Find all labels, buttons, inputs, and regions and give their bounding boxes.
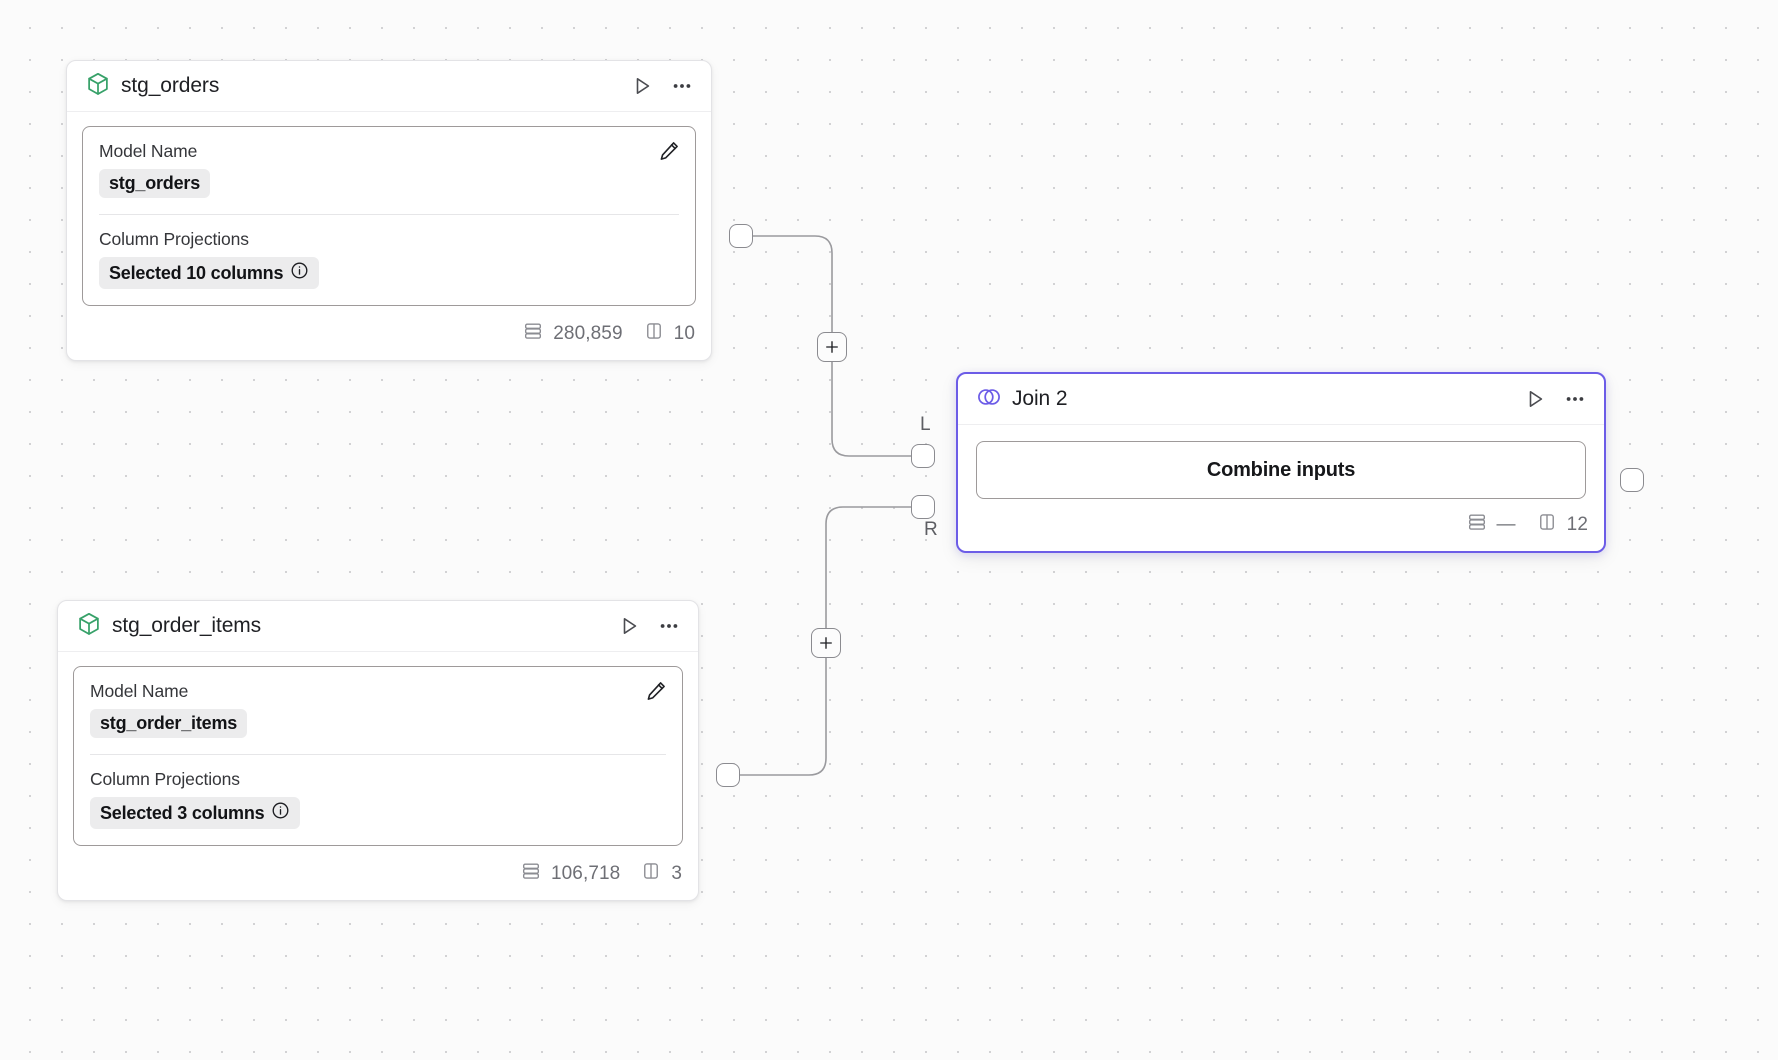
node-footer: 106,718 3 — [58, 852, 698, 900]
edge-add-button-bottom[interactable] — [811, 628, 841, 658]
node-body: Model Name stg_orders Column Projections… — [67, 112, 711, 312]
node-footer: — 12 — [958, 503, 1604, 551]
model-name-value[interactable]: stg_orders — [99, 169, 211, 198]
columns-value: 3 — [671, 863, 682, 884]
more-icon[interactable] — [656, 613, 682, 639]
rows-icon — [522, 320, 544, 348]
rows-icon — [1466, 511, 1488, 539]
node-header-actions — [1522, 386, 1588, 412]
combine-inputs-button[interactable]: Combine inputs — [976, 441, 1586, 499]
rows-stat: 106,718 — [520, 860, 620, 888]
rows-icon — [520, 860, 542, 888]
node-header-actions — [616, 613, 682, 639]
columns-stat: 12 — [1536, 511, 1588, 539]
node-stg-orders[interactable]: stg_orders — [66, 60, 712, 361]
columns-value: 12 — [1566, 514, 1588, 535]
model-config-box: Model Name stg_order_items Column Projec… — [73, 666, 683, 846]
column-projections-label: Column Projections — [99, 229, 249, 249]
model-name-label: Model Name — [90, 681, 189, 701]
node-title: Join 2 — [1012, 387, 1068, 410]
node-header: stg_orders — [67, 61, 711, 112]
node-title: stg_orders — [121, 74, 220, 97]
input-handle-left[interactable] — [911, 444, 935, 468]
cube-icon — [85, 71, 111, 102]
rows-stat: 280,859 — [522, 320, 623, 348]
output-handle-join-2[interactable] — [1620, 468, 1644, 492]
more-icon[interactable] — [1562, 386, 1588, 412]
columns-value: 10 — [673, 323, 695, 344]
run-icon[interactable] — [616, 613, 642, 639]
node-stg-order-items[interactable]: stg_order_items — [57, 600, 699, 901]
venn-icon — [976, 384, 1002, 415]
left-input-label: L — [920, 414, 931, 435]
column-projections-text: Selected 10 columns — [109, 262, 284, 283]
output-handle-stg-orders[interactable] — [729, 224, 753, 248]
rows-value: 280,859 — [553, 323, 623, 344]
node-footer: 280,859 10 — [67, 312, 711, 360]
model-name-label: Model Name — [99, 141, 198, 161]
rows-value: 106,718 — [550, 863, 621, 884]
node-header: stg_order_items — [58, 601, 698, 652]
columns-stat: 10 — [643, 320, 695, 348]
columns-icon — [643, 320, 665, 348]
run-icon[interactable] — [629, 73, 655, 99]
column-projections-value[interactable]: Selected 10 columns — [99, 257, 320, 289]
node-header-actions — [629, 73, 695, 99]
run-icon[interactable] — [1522, 386, 1548, 412]
node-body: Combine inputs — [958, 425, 1604, 503]
divider — [99, 214, 679, 215]
model-name-value[interactable]: stg_order_items — [90, 709, 248, 738]
cube-icon — [76, 611, 102, 642]
columns-stat: 3 — [640, 860, 682, 888]
info-icon[interactable] — [271, 801, 290, 825]
model-config-box: Model Name stg_orders Column Projections… — [82, 126, 696, 306]
columns-icon — [1536, 511, 1558, 539]
pencil-icon[interactable] — [655, 137, 683, 165]
divider — [90, 754, 666, 755]
columns-icon — [640, 860, 662, 888]
column-projections-label: Column Projections — [90, 769, 240, 789]
more-icon[interactable] — [669, 73, 695, 99]
output-handle-stg-order-items[interactable] — [716, 763, 740, 787]
node-body: Model Name stg_order_items Column Projec… — [58, 652, 698, 852]
right-input-label: R — [924, 519, 938, 540]
rows-value: — — [1496, 514, 1516, 535]
node-header: Join 2 — [958, 374, 1604, 425]
rows-stat: — — [1466, 511, 1516, 539]
info-icon[interactable] — [290, 261, 309, 285]
input-handle-right[interactable] — [911, 495, 935, 519]
column-projections-value[interactable]: Selected 3 columns — [90, 797, 301, 829]
node-join-2[interactable]: Join 2 Combine inputs — [956, 372, 1606, 553]
column-projections-text: Selected 3 columns — [100, 802, 265, 823]
pencil-icon[interactable] — [642, 677, 670, 705]
edge-add-button-top[interactable] — [817, 332, 847, 362]
node-title: stg_order_items — [112, 614, 262, 637]
